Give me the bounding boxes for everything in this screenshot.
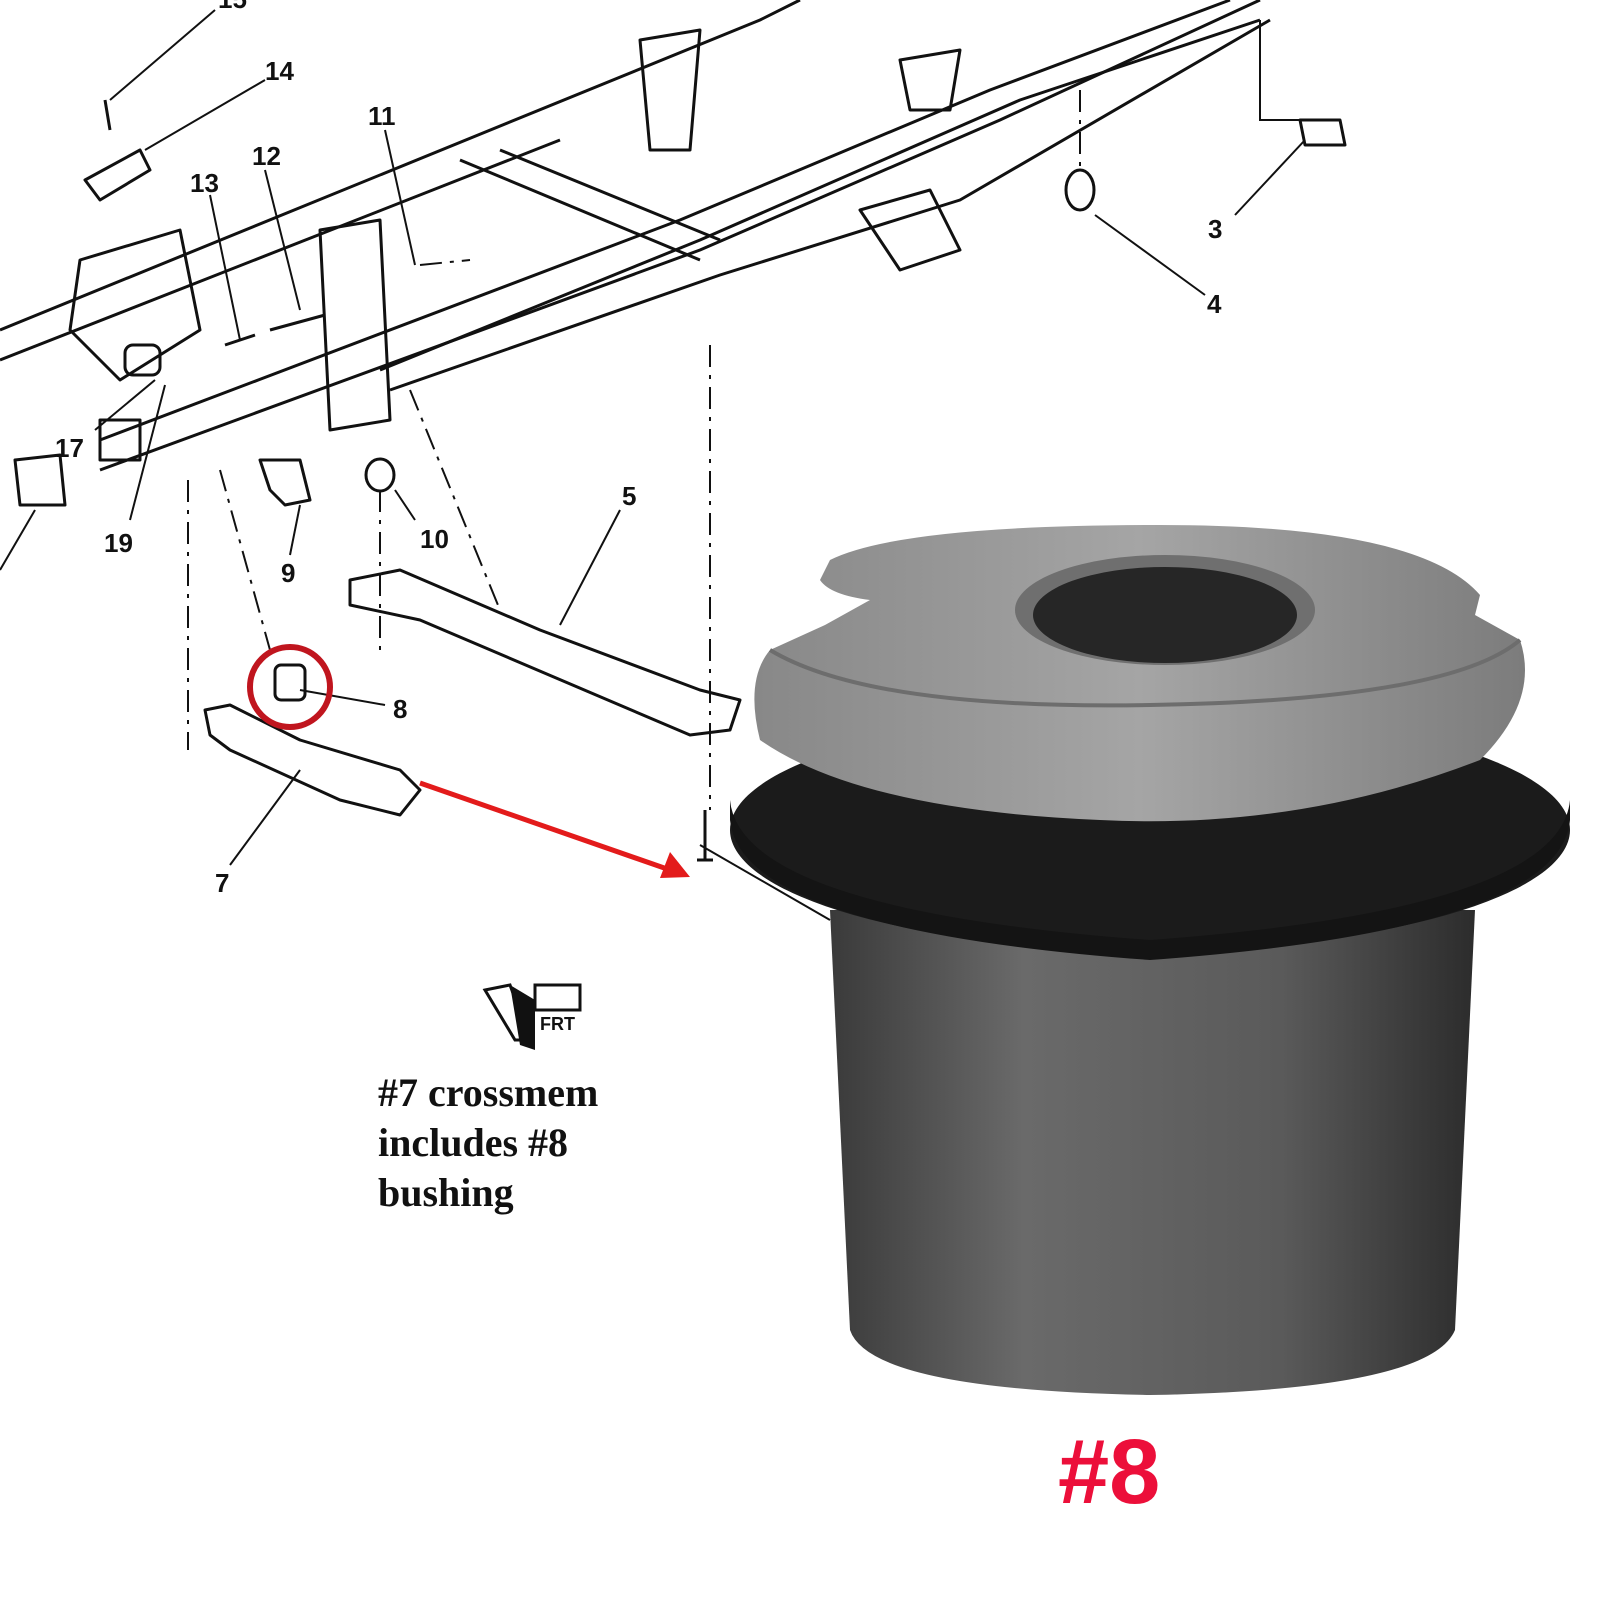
crossmember-7 xyxy=(203,703,422,817)
note-line-3: bushing xyxy=(378,1170,514,1215)
callout-4: 4 xyxy=(1207,289,1222,319)
note-line-1: #7 crossmem xyxy=(378,1070,599,1115)
crossmember-5 xyxy=(348,568,742,737)
callout-9: 9 xyxy=(281,558,295,588)
callout-13: 13 xyxy=(190,168,219,198)
part-number-label: #8 xyxy=(1058,1421,1161,1523)
callout-11: 11 xyxy=(368,101,396,131)
truck-frame xyxy=(0,0,1271,472)
callout-15: 15 xyxy=(218,0,247,14)
callout-7: 7 xyxy=(215,868,229,898)
bushing-8-small xyxy=(273,663,307,702)
note-line-2: includes #8 xyxy=(378,1120,569,1165)
small-parts xyxy=(13,99,1347,507)
leader-lines xyxy=(0,9,1306,921)
callout-10: 10 xyxy=(420,524,449,554)
bolt xyxy=(697,810,713,862)
crossmember-note: #7 crossmem includes #8 bushing xyxy=(378,1068,598,1218)
callout-12: 12 xyxy=(252,141,281,171)
frt-text: FRT xyxy=(540,1014,575,1034)
highlight-circle xyxy=(247,644,333,730)
pointer-arrow xyxy=(419,780,690,878)
callout-14: 14 xyxy=(265,56,294,86)
bushing-photo xyxy=(730,525,1570,1395)
callout-5: 5 xyxy=(622,481,636,511)
callout-3: 3 xyxy=(1208,214,1222,244)
callout-17: 17 xyxy=(55,433,84,463)
callouts: 15 14 13 12 11 17 19 9 10 5 8 7 3 4 xyxy=(55,0,1222,898)
front-indicator-icon: FRT xyxy=(482,983,582,1050)
callout-8: 8 xyxy=(393,694,407,724)
callout-19: 19 xyxy=(104,528,133,558)
